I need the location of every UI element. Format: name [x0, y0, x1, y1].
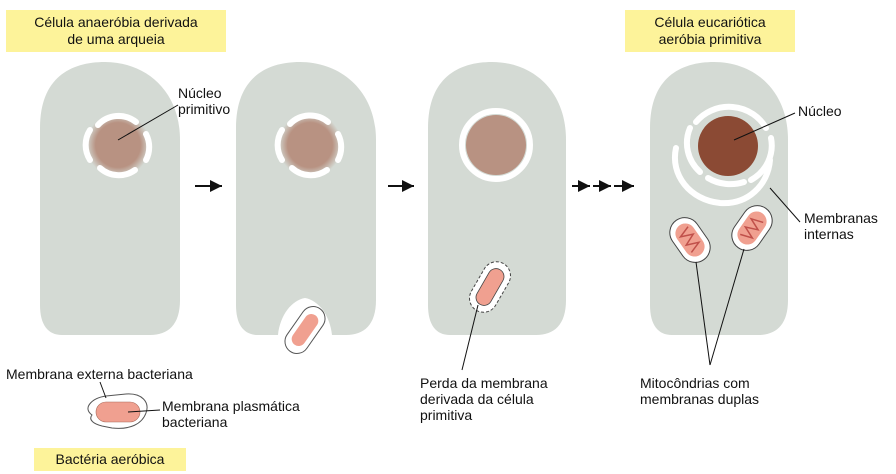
bacterial-plasma-membrane	[95, 401, 141, 423]
cell-2-membrane-fold	[335, 131, 345, 163]
cell-1-membrane-fold	[82, 127, 93, 163]
label-nucleo: Núcleo	[798, 103, 842, 119]
end-cell-title: Célula eucariótica aeróbia primitiva	[625, 10, 795, 52]
outer-membrane	[671, 145, 773, 207]
membrana-plasmatica-pointer	[127, 409, 161, 413]
cell-2-primitive-nucleus	[278, 113, 342, 177]
start-title-line-2: de uma arqueia	[67, 31, 165, 47]
cell-2-membrane-fold	[274, 127, 285, 163]
cell-1-membrane-fold	[143, 131, 153, 163]
label-membrana-plasmatica-line-1: Membrana plasmática	[162, 398, 300, 414]
cell-3-membrane-loss	[428, 62, 566, 371]
label-membrana-plasmatica: Membrana plasmática bacteriana	[162, 398, 300, 430]
cell-2-engulfing	[236, 62, 376, 354]
cell-1-primitive-nucleus	[86, 113, 150, 177]
label-membranas-internas-line-2: internas	[804, 226, 854, 242]
label-perda-membrana: Perda da membrana derivada da célula pri…	[420, 375, 548, 423]
inner-membrane	[683, 125, 703, 175]
cell-4-eukaryote	[650, 62, 801, 366]
start-title-line-1: Célula anaeróbia derivada	[34, 14, 198, 30]
label-nucleo-text: Núcleo	[798, 103, 842, 119]
bacterium-title: Bactéria aeróbica	[34, 448, 186, 471]
mitocondrias-pointer-2	[709, 248, 745, 366]
cell-2-engulfed-bacterium	[284, 306, 326, 354]
label-membranas-internas-line-1: Membranas	[804, 210, 878, 226]
start-cell-title: Célula anaeróbia derivada de uma arqueia	[6, 10, 226, 52]
label-membrana-plasmatica-line-2: bacteriana	[162, 414, 228, 430]
cell-1-membrane-fold	[95, 113, 139, 128]
label-nucleo-primitivo-line-1: Núcleo	[178, 85, 222, 101]
label-perda-membrana-line-2: derivada da célula	[420, 391, 534, 407]
mitocondrias-pointer-1	[695, 261, 711, 366]
bacterium-title-text: Bactéria aeróbica	[55, 451, 165, 467]
label-membranas-internas: Membranas internas	[804, 210, 878, 242]
label-mitocondrias-line-1: Mitocôndrias com	[640, 375, 750, 391]
inner-membrane	[705, 175, 747, 188]
label-perda-membrana-line-1: Perda da membrana	[420, 375, 548, 391]
label-mitocondrias-line-2: membranas duplas	[640, 391, 760, 407]
membrana-externa-pointer	[99, 381, 107, 399]
membranas-internas-pointer	[769, 187, 801, 223]
perda-membrana-pointer	[461, 304, 479, 371]
cell-2-membrane-fold	[289, 165, 330, 179]
aerobic-bacterium	[87, 381, 161, 429]
cell-4-body	[650, 62, 788, 335]
label-perda-membrana-line-3: primitiva	[420, 407, 473, 423]
mitochondrion-2	[731, 205, 773, 251]
label-nucleo-primitivo-line-2: primitivo	[178, 101, 231, 117]
inner-membrane	[693, 103, 769, 131]
end-title-line-1: Célula eucariótica	[654, 14, 766, 30]
nucleo-pointer	[733, 112, 796, 141]
label-membrana-externa-text: Membrana externa bacteriana	[6, 366, 193, 382]
nucleo-primitivo-pointer	[117, 104, 179, 141]
cell-1-body	[40, 62, 180, 335]
cell-3-nucleus-envelope	[459, 108, 533, 182]
cell-4-nucleus	[698, 116, 758, 176]
label-mitocondrias: Mitocôndrias com membranas duplas	[640, 375, 759, 407]
cell-1-archaeon	[40, 62, 180, 335]
cell-2-body	[236, 62, 376, 335]
cell-3-primitive-nucleus	[466, 115, 526, 175]
mitochondrion-1	[669, 217, 711, 263]
label-nucleo-primitivo: Núcleo primitivo	[178, 85, 230, 117]
label-membrana-externa: Membrana externa bacteriana	[6, 366, 193, 382]
cell-2-membrane-fold	[287, 112, 331, 127]
end-title-line-2: aeróbia primitiva	[658, 31, 762, 47]
cell-1-membrane-fold	[97, 165, 138, 179]
